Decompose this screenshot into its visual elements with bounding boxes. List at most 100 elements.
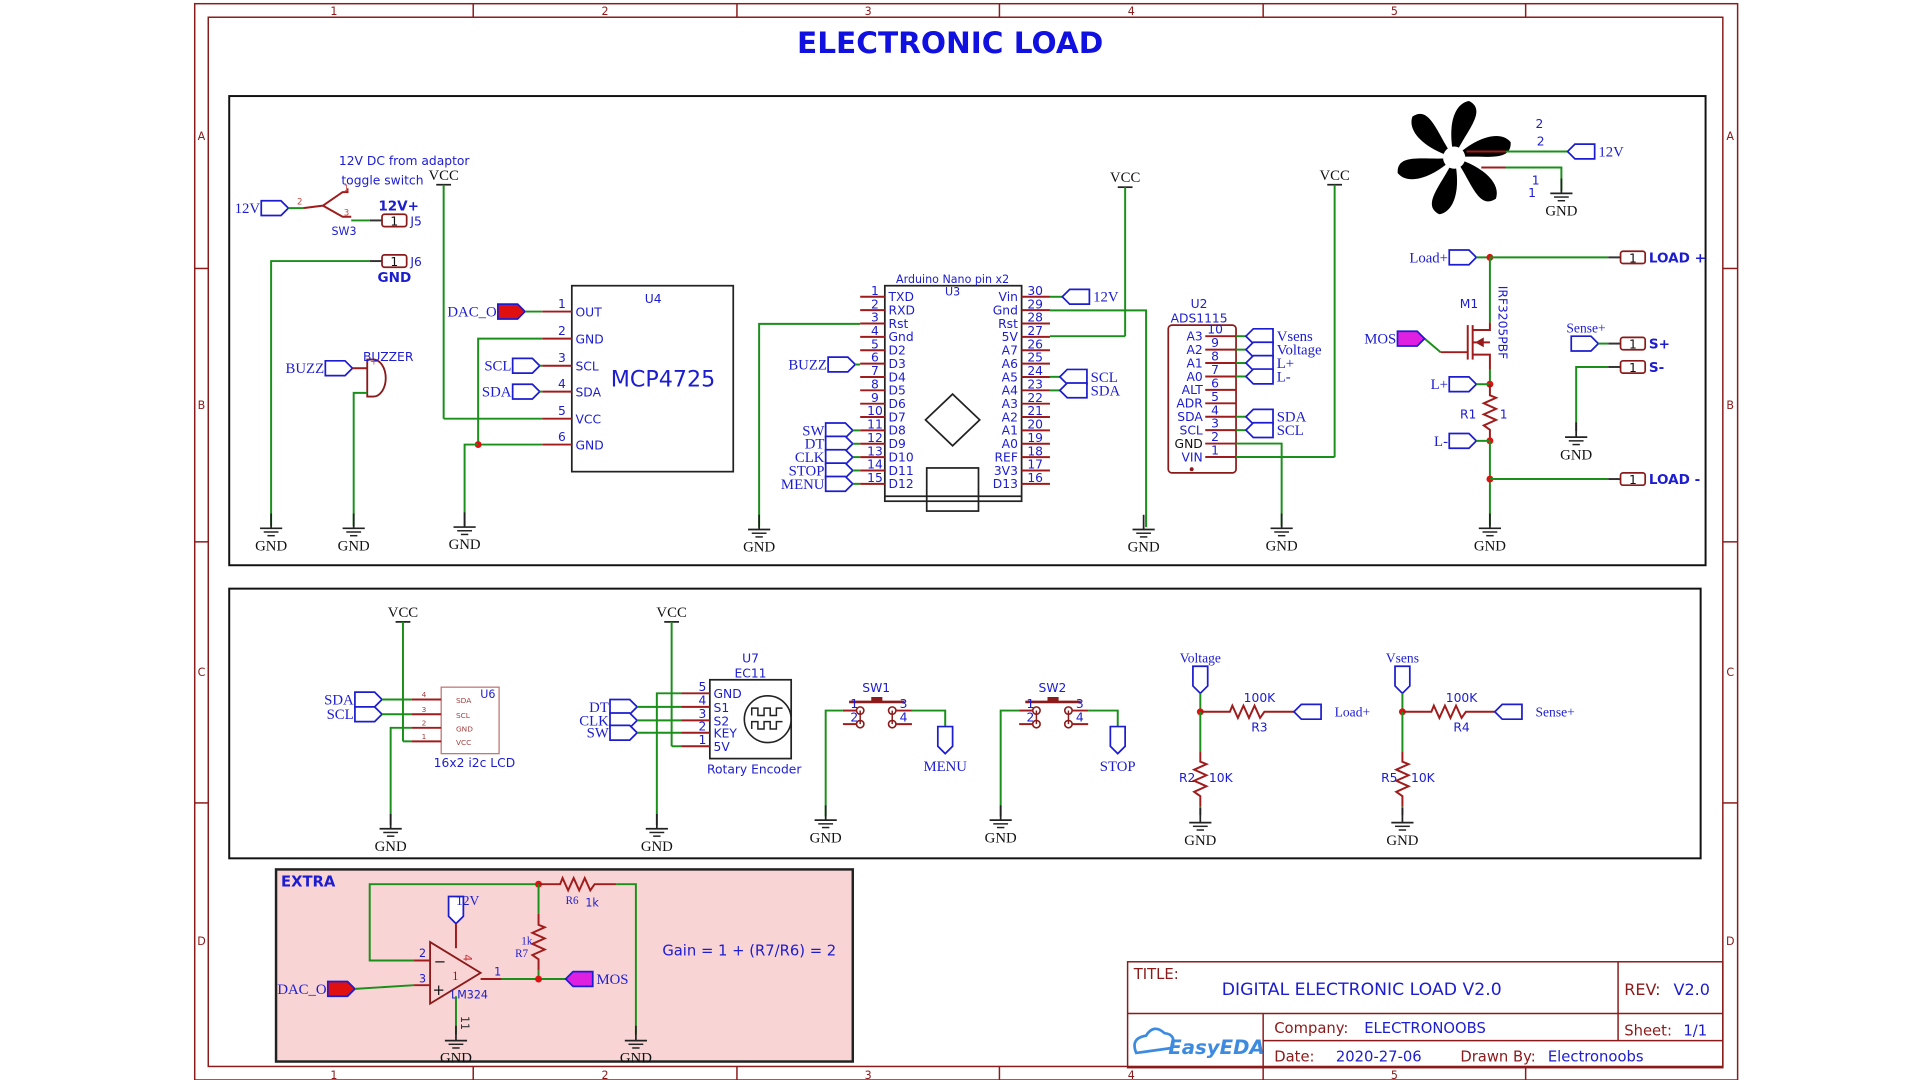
pin-name: VIN [1182, 450, 1203, 464]
pin-number: 23 [1027, 377, 1043, 391]
net-flag-dac: DAC_O [277, 980, 357, 998]
pin-number: 4 [422, 690, 427, 699]
gain-formula: Gain = 1 + (R7/R6) = 2 [662, 943, 836, 960]
pin-name: SDA [456, 696, 471, 705]
pin-number: 5 [871, 337, 879, 351]
net-flag-stop: STOP [789, 462, 855, 479]
vcc-label: VCC [1319, 168, 1350, 184]
net-flag-shape [1244, 368, 1274, 385]
connector-label: S+ [1649, 337, 1670, 353]
fan-blade [1411, 114, 1455, 158]
component-value: 10K [1411, 771, 1436, 785]
pin-name: Rst [889, 317, 909, 331]
net-label: Vsens [1277, 329, 1313, 345]
wire [463, 443, 479, 526]
arduino-body [883, 284, 1023, 503]
net-flag-shape [824, 475, 855, 493]
wire [824, 709, 843, 817]
net-flag-voltage: Voltage [1244, 341, 1322, 359]
net-flag-shape [1292, 703, 1322, 721]
wire [655, 692, 682, 826]
ground-symbol: GND [1474, 513, 1506, 554]
component-title: Arduino Nano pin x2 [896, 273, 1009, 286]
ground-label: GND [620, 1051, 652, 1067]
switch-ref: SW3 [332, 225, 357, 238]
net-flag-mos: MOS [1364, 330, 1426, 348]
ground-symbol: GND [1545, 178, 1578, 220]
connector-body [381, 213, 408, 228]
date-label: Date: [1274, 1049, 1314, 1066]
pin-name: 5V [1002, 330, 1019, 344]
net-flag-clk: CLK [579, 712, 639, 729]
frame-column-label: 2 [602, 1069, 609, 1080]
pin-name: SCL [1180, 423, 1203, 437]
net-label: 12V [235, 201, 261, 217]
net-label: 12V [456, 893, 480, 908]
pin-number: 11 [867, 418, 883, 432]
connector-pin: 1 [390, 214, 398, 228]
arduino-diamond-icon [924, 392, 981, 447]
net-flag-mos: MOS [564, 970, 628, 988]
net-flag-shape [824, 435, 855, 453]
net-flag-shape [447, 895, 465, 925]
section-title: EXTRA [281, 874, 336, 891]
connector-ref: J6 [409, 255, 422, 269]
resistor [1402, 703, 1495, 721]
fan-blade [1431, 157, 1458, 215]
net-flag-12v: 12V [235, 199, 290, 217]
drawn-label: Drawn By: [1460, 1049, 1535, 1066]
pin-name: D10 [889, 450, 914, 464]
pin-number: 27 [1027, 324, 1043, 338]
pin-number: 3 [900, 697, 908, 711]
component-ref: M1 [1460, 297, 1478, 311]
toggle-switch [303, 188, 349, 210]
net-label: BUZZ [788, 357, 827, 373]
mosfet-drain [1472, 322, 1491, 332]
ground-label: GND [255, 538, 287, 554]
wire [1423, 337, 1442, 353]
component-part: IRF3205PBF [1496, 286, 1510, 359]
connector-label: 12V+ [378, 199, 419, 215]
net-label: DT [589, 700, 609, 716]
pin-number: 12 [867, 431, 883, 445]
net-flag-shape [354, 691, 384, 708]
component-value: 1k [521, 936, 533, 948]
net-flag-shape [1448, 375, 1478, 393]
frame-column-label: 3 [865, 5, 872, 18]
ground-label: GND [743, 540, 775, 556]
pin-number: 8 [871, 377, 879, 391]
pin-name: A3 [1187, 330, 1203, 344]
wire [352, 391, 368, 526]
pin-number: 1 [1211, 444, 1219, 458]
pin-number: 5 [699, 680, 707, 694]
net-flag-sense [1570, 335, 1600, 352]
vcc-label: VCC [428, 168, 459, 184]
pin-number: 2 [422, 718, 427, 727]
net-flag-dac: DAC_O [447, 303, 527, 320]
title-block: TITLE: DIGITAL ELECTRONIC LOAD V2.0 REV:… [1126, 961, 1724, 1069]
pin-number: 4 [558, 377, 566, 391]
component-ref: R5 [1381, 771, 1397, 785]
net-label: BUZZ [286, 361, 325, 377]
wire [1575, 365, 1609, 432]
ground-label: GND [1128, 540, 1160, 556]
pin-number: 26 [1027, 337, 1043, 351]
connector-ref: J5 [409, 214, 421, 228]
pin-number: 3 [422, 705, 427, 714]
net-label: SW [587, 726, 609, 742]
easyeda-logo: EasyEDA [1133, 1027, 1265, 1059]
resistor [1393, 751, 1412, 807]
resistor [1200, 703, 1294, 721]
pin-name: GND [1175, 437, 1203, 451]
pin-number: 1 [850, 697, 858, 711]
encoder-wave [750, 720, 783, 730]
ground-label: GND [985, 830, 1017, 846]
pin-number: 10 [1207, 323, 1223, 337]
frame-column-label: 5 [1391, 5, 1398, 18]
pin-name: A0 [1002, 437, 1018, 451]
pin-name: GND [576, 333, 604, 347]
connector-label: LOAD + [1649, 250, 1706, 266]
net-flag-shape [1394, 665, 1411, 695]
pin-number: 20 [1027, 418, 1043, 432]
